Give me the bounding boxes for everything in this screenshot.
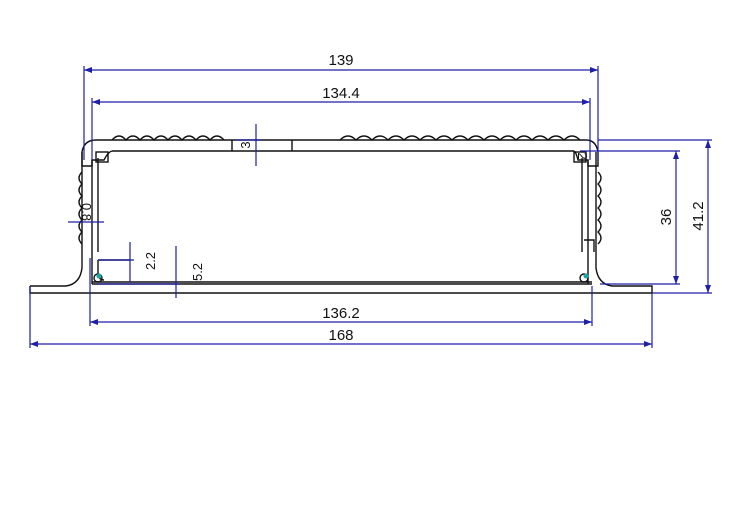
top-ribs-left [111, 135, 225, 142]
right-screw-boss [579, 273, 589, 283]
accent-marks [96, 273, 589, 279]
arrow-41-top [705, 140, 711, 148]
top-ribs-right [339, 135, 581, 141]
dim-134-label: 134.4 [322, 85, 360, 102]
arrow-139-right [590, 67, 598, 73]
dim-139-label: 139 [328, 52, 353, 69]
dim-52-label: 5.2 [190, 263, 205, 281]
arrow-36-bottom [673, 276, 679, 284]
top-center-slot [231, 140, 293, 151]
top-wall-outer [81, 139, 599, 153]
dimension-arrows [30, 67, 711, 347]
arrow-168-left [30, 341, 38, 347]
dim-36-label: 36 [658, 209, 675, 226]
arrow-136-left [90, 319, 98, 325]
top-left-slot [95, 151, 109, 163]
dim-08-label: 0.8 [79, 203, 94, 221]
profile-outline [29, 135, 653, 294]
base-flange [29, 152, 653, 294]
dim-3-label: 3 [238, 141, 253, 148]
arrow-36-top [673, 151, 679, 159]
dim-168-label: 168 [328, 327, 353, 344]
dim-22-label: 2.2 [143, 252, 158, 270]
right-inner-wall [581, 158, 589, 252]
arrow-139-left [84, 67, 92, 73]
arrow-134-right [582, 99, 590, 105]
top-right-slot [573, 151, 587, 163]
dimension-lines [29, 66, 712, 348]
right-side-ribs [597, 171, 602, 245]
top-left-corner-feature [81, 150, 113, 167]
dim-41-label: 41.2 [690, 201, 707, 230]
left-side-ribs [78, 171, 83, 245]
arrow-41-bottom [705, 285, 711, 293]
left-accent-dot [96, 273, 102, 279]
arrow-134-left [92, 99, 100, 105]
right-corner-label: 2 [575, 152, 590, 159]
right-accent-dot [583, 273, 589, 279]
arrow-168-right [644, 341, 652, 347]
dim-136-label: 136.2 [322, 305, 360, 322]
arrow-136-right [584, 319, 592, 325]
left-lip [91, 252, 130, 284]
left-inner-wall [91, 158, 99, 252]
